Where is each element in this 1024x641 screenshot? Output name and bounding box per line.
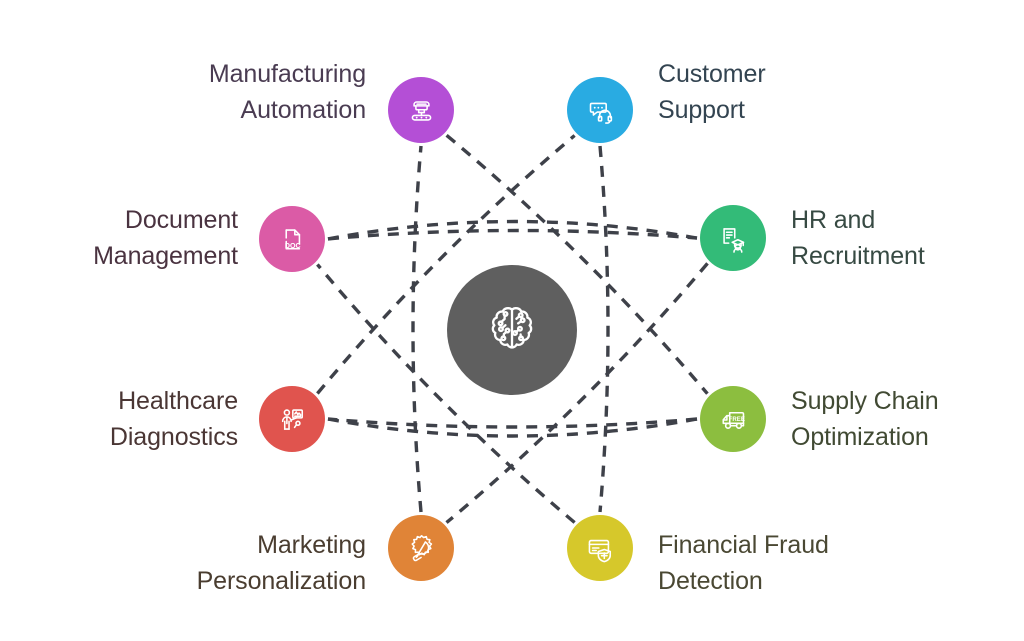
delivery-truck-free-icon: FREE xyxy=(717,403,750,436)
connector-curve xyxy=(316,134,576,395)
doctor-chart-icon xyxy=(276,403,309,436)
node-label-financial-fraud-detection: Financial Fraud Detection xyxy=(658,531,829,595)
node-supply-chain-optimization[interactable]: FREE xyxy=(700,386,766,452)
node-hr-and-recruitment[interactable] xyxy=(700,205,766,271)
resume-graduate-icon xyxy=(717,222,750,255)
connector-curve xyxy=(327,417,698,438)
doc-file-icon: DOC xyxy=(276,223,309,256)
node-label-healthcare-diagnostics: Healthcare Diagnostics xyxy=(109,387,238,451)
connector-curve xyxy=(327,219,698,241)
brain-circuit-icon xyxy=(481,297,543,364)
node-manufacturing-automation[interactable] xyxy=(388,77,454,143)
svg-text:FREE: FREE xyxy=(728,415,744,422)
credit-card-shield-icon xyxy=(584,532,617,565)
connector-curve xyxy=(445,262,709,524)
node-document-management[interactable]: DOC xyxy=(259,206,325,272)
robot-conveyor-icon xyxy=(405,94,438,127)
node-label-customer-support: Customer Support xyxy=(658,60,766,124)
connector-curve xyxy=(598,145,610,513)
connector-curve xyxy=(327,417,698,429)
node-healthcare-diagnostics[interactable] xyxy=(259,386,325,452)
megaphone-burst-icon xyxy=(405,532,438,565)
chat-headset-icon xyxy=(584,94,617,127)
node-marketing-personalization[interactable] xyxy=(388,515,454,581)
center-node-ai-core[interactable] xyxy=(447,265,577,395)
connector-curve xyxy=(327,228,698,241)
node-label-supply-chain-optimization: Supply Chain Optimization xyxy=(791,387,939,451)
connector-curve xyxy=(445,133,709,395)
node-label-manufacturing-automation: Manufacturing Automation xyxy=(208,60,366,124)
node-label-document-management: Document Management xyxy=(93,206,238,270)
connector-curve xyxy=(411,145,423,513)
node-label-hr-and-recruitment: HR and Recruitment xyxy=(791,206,925,270)
connector-curve xyxy=(316,263,576,524)
svg-text:DOC: DOC xyxy=(284,241,300,249)
node-label-marketing-personalization: Marketing Personalization xyxy=(196,531,367,595)
node-financial-fraud-detection[interactable] xyxy=(567,515,633,581)
node-customer-support[interactable] xyxy=(567,77,633,143)
